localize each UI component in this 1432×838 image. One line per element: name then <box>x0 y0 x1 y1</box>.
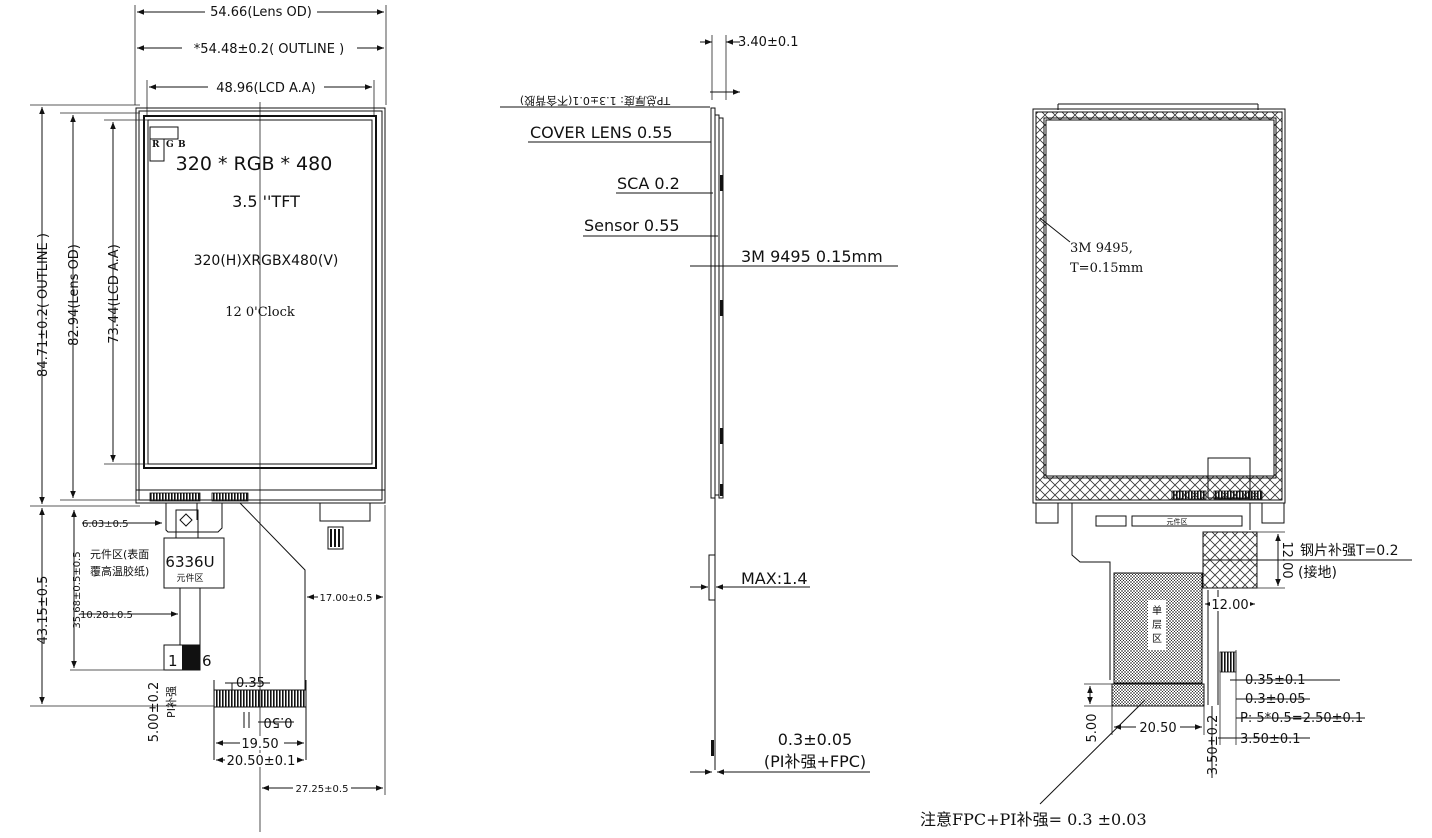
dim-2725: 27.25±0.5 <box>296 784 349 795</box>
rgb-r: R <box>152 140 160 150</box>
bond-pads-right <box>211 492 249 502</box>
rgb-g: G <box>166 140 174 150</box>
cover-lens-layer <box>710 107 716 499</box>
sca-label: SCA 0.2 <box>617 174 680 193</box>
cover-lens-label: COVER LENS 0.55 <box>530 123 673 142</box>
max-label: MAX:1.4 <box>741 569 808 588</box>
side-dim-340: 3.40±0.1 <box>738 35 799 50</box>
dim-tail-total: 43.15±0.5 <box>36 576 51 645</box>
pin-gap: 0.3±0.05 <box>1245 692 1306 707</box>
screen-resolution: 320 * RGB * 480 <box>176 153 333 175</box>
fpc-note: (PI补强+FPC) <box>764 752 866 771</box>
view-direction: 12 0'Clock <box>225 305 295 320</box>
back-zone-label: 元件区 <box>1167 517 1188 526</box>
components-note-1: 元件区(表面 <box>90 547 149 561</box>
pin-6-label: 6 <box>202 652 212 670</box>
pin-1-label: 1 <box>168 652 178 670</box>
dim-3568: 35.68±0.5±0.5 <box>72 551 83 628</box>
dim-603: 6.03±0.5 <box>82 519 129 530</box>
tape-note-1: 3M 9495, <box>1070 241 1133 256</box>
ic-zone-label: 元件区 <box>176 572 203 584</box>
steel-note-1: 钢片补强T=0.2 <box>1300 543 1399 559</box>
ic-block <box>163 537 225 589</box>
components-note-2: 覆高温胶纸) <box>90 564 149 578</box>
pin-width: 0.35±0.1 <box>1245 673 1306 688</box>
back-dim-500: 5.00 <box>1085 714 1100 743</box>
back-dim-2050: 20.50 <box>1139 721 1176 736</box>
back-dim-350v: 3.50±0.2 <box>1206 715 1221 776</box>
dim-1700: 17.00±0.5 <box>320 593 373 604</box>
dim-lens-od-height: 82.94(Lens OD) <box>67 244 82 346</box>
bond-pads-left <box>149 492 201 502</box>
front-view: 54.66(Lens OD) *54.48±0.2( OUTLINE ) 48.… <box>30 3 387 832</box>
lcd-active-area <box>143 115 377 469</box>
dim-1200-horizontal: 12.00 <box>1211 598 1248 613</box>
dim-035: 0.35 <box>236 676 265 691</box>
dim-outline-height: 84.71±0.2( OUTLINE ) <box>36 233 51 377</box>
module-outline <box>135 107 386 504</box>
sensor-label: Sensor 0.55 <box>584 216 680 235</box>
tp-total-thickness: TP总厚度: 1.3±0.1(不含背胶) <box>520 94 671 108</box>
single-layer-3: 区 <box>1152 633 1162 645</box>
single-layer-1: 单 <box>1152 605 1162 617</box>
dim-350: 3.50±0.1 <box>1240 732 1301 747</box>
back-view: 3M 9495, T=0.15mm 元件区 单 层 区 12.00 12.00 <box>920 103 1412 829</box>
dim-lens-od-width: 54.66(Lens OD) <box>210 5 312 20</box>
tape-note-2: T=0.15mm <box>1070 261 1143 276</box>
ic-label: 6336U <box>165 553 214 571</box>
dim-lcd-aa-width: 48.96(LCD A.A) <box>216 81 316 96</box>
pi-stiffener-label: PI补强 <box>165 686 178 718</box>
dim-lcd-aa-height: 73.44(LCD A.A) <box>107 244 122 344</box>
side-view: 3.40±0.1 TP总厚度: 1.3±0.1(不含背胶) COVER LENS… <box>500 35 898 775</box>
single-layer-2: 层 <box>1152 619 1162 631</box>
dim-1950: 19.50 <box>241 737 278 752</box>
dim-050: 0.50 <box>264 714 293 729</box>
steel-note-2: (接地) <box>1298 564 1337 581</box>
dim-1028: 10.28±0.5 <box>80 610 133 621</box>
pin-pitch: P: 5*0.5=2.50±0.1 <box>1240 711 1363 726</box>
fpc-thickness: 0.3±0.05 <box>778 730 852 749</box>
screen-size: 3.5 ''TFT <box>232 192 300 211</box>
back-outline <box>1032 108 1286 504</box>
dim-outline-width: *54.48±0.2( OUTLINE ) <box>194 42 344 57</box>
tape-label: 3M 9495 0.15mm <box>741 247 883 266</box>
rgb-b: B <box>178 140 186 150</box>
screen-pixels: 320(H)XRGBX480(V) <box>194 253 339 269</box>
dim-500: 5.00±0.2 <box>147 682 162 743</box>
fpc-gold-fingers <box>213 689 307 708</box>
dim-2050: 20.50±0.1 <box>227 754 296 769</box>
tape-area <box>1035 111 1283 501</box>
back-note: 注意FPC+PI补强= 0.3 ±0.03 <box>920 810 1147 829</box>
back-pi-stiffener <box>1111 683 1205 707</box>
